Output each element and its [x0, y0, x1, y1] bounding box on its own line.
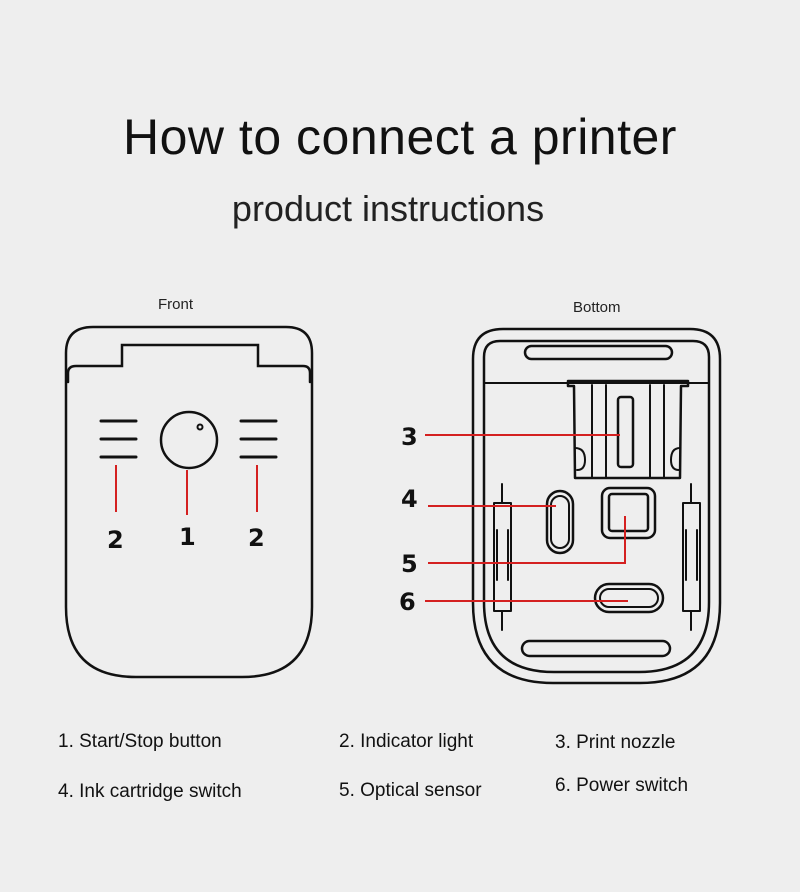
button-dot	[196, 423, 204, 431]
callout-6: 6	[399, 588, 416, 616]
start-stop-button	[159, 410, 219, 470]
bottom-leader-lines	[425, 434, 628, 602]
callout-5: 5	[401, 550, 418, 578]
ink-cartridge-switch	[545, 489, 575, 555]
right-rail	[682, 483, 701, 631]
callout-3: 3	[401, 423, 418, 451]
page-subtitle: product instructions	[231, 188, 545, 229]
print-nozzle	[566, 379, 690, 480]
legend-item-5: 5. Optical sensor	[339, 780, 482, 801]
callout-2-left: 2	[107, 526, 124, 554]
bottom-inner-outline	[482, 339, 711, 674]
optical-sensor	[600, 486, 657, 540]
indicator-light-right	[239, 419, 278, 459]
left-rail	[493, 483, 512, 631]
power-switch	[593, 582, 665, 614]
bottom-view	[471, 327, 722, 685]
front-body-outline	[64, 325, 314, 679]
legend-item-4: 4. Ink cartridge switch	[58, 781, 242, 802]
front-view-label: Front	[158, 296, 194, 313]
legend-item-1: 1. Start/Stop button	[58, 731, 222, 752]
callout-4: 4	[401, 485, 418, 513]
page-title: How to connect a printer	[123, 109, 677, 165]
top-slot	[523, 344, 674, 361]
front-top-tab	[66, 343, 312, 384]
bottom-slot	[520, 639, 672, 658]
callout-1: 1	[179, 523, 196, 551]
bottom-view-label: Bottom	[573, 299, 621, 316]
legend-item-3: 3. Print nozzle	[555, 732, 676, 753]
legend-item-6: 6. Power switch	[555, 775, 689, 796]
front-leader-lines	[115, 465, 258, 515]
front-view	[64, 325, 314, 679]
callout-2-right: 2	[248, 524, 265, 552]
bottom-body-outline	[471, 327, 722, 685]
legend-item-2: 2. Indicator light	[339, 731, 474, 752]
indicator-light-left	[99, 419, 138, 459]
